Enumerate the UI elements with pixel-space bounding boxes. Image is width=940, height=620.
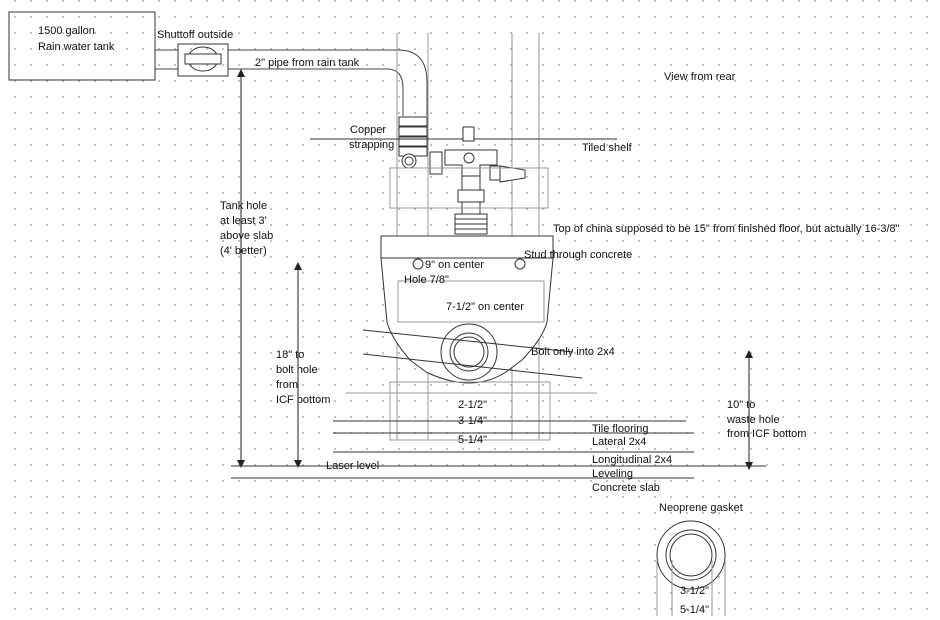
- bolt-lines: [362, 329, 583, 379]
- carrier-box: [389, 167, 549, 209]
- pipe-label: 2" pipe from rain tank: [255, 57, 360, 69]
- waste-outlet: [440, 323, 498, 381]
- tile-flooring-label: Tile flooring: [592, 423, 648, 435]
- stud-through-label: Stud through concrete: [524, 249, 632, 261]
- gasket-dim-guides: [656, 560, 726, 616]
- copper-label-line1: Copper: [350, 124, 386, 136]
- lateral-label: Lateral 2x4: [592, 436, 646, 448]
- tank-hole-label-line1: Tank hole: [220, 200, 267, 212]
- gasket-3-5-label: 3-1/2": [680, 585, 709, 597]
- neoprene-label: Neoprene gasket: [659, 502, 743, 514]
- waste-label-line3: from ICF bottom: [727, 428, 806, 440]
- floor-layers: [231, 420, 766, 479]
- dim-2-5-label: 2-1/2": [458, 399, 487, 411]
- bolt-hole-label-line4: ICF bottom: [276, 394, 330, 406]
- longitudinal-label: Longitudinal 2x4: [592, 454, 672, 466]
- bolt-only-label: Bolt only into 2x4: [531, 346, 615, 358]
- tank-label-line2: Rain water tank: [38, 41, 115, 53]
- gasket-5-25-label: 5-1/4": [680, 604, 709, 616]
- supply-pipe: [155, 49, 428, 116]
- shutoff-valve: [177, 43, 229, 77]
- tiled-shelf-label: Tiled shelf: [582, 142, 633, 154]
- seven-half-label: 7-1/2" on center: [446, 301, 524, 313]
- laser-level-label: Laser level: [326, 460, 379, 472]
- tank-hole-label-line3: above slab: [220, 230, 273, 242]
- copper-label-line2: strapping: [349, 139, 394, 151]
- leveling-label: Leveling: [592, 468, 633, 480]
- flush-valve: [444, 126, 526, 235]
- nine-on-center-label: 9" on center: [425, 259, 484, 271]
- shutoff-label: Shuttoff outside: [157, 29, 233, 41]
- tank-hole-label-line4: (4' better): [220, 245, 267, 257]
- bolt-hole-label-line3: from: [276, 379, 298, 391]
- rain-water-tank: [8, 11, 156, 81]
- waste-label-line1: 10" to: [727, 399, 755, 411]
- view-label: View from rear: [664, 71, 736, 83]
- dim-5-25-label: 5-1/4": [458, 434, 487, 446]
- urinal-body: [380, 235, 554, 384]
- tank-label-line1: 1500 gallon: [38, 25, 95, 37]
- hole-label: Hole 7/8": [404, 274, 449, 286]
- tank-hole-label-line2: at least 3': [220, 215, 267, 227]
- concrete-slab-label: Concrete slab: [592, 482, 660, 494]
- waste-label-line2: waste hole: [726, 414, 780, 426]
- neoprene-gasket: [656, 520, 726, 590]
- base-box: [346, 381, 597, 441]
- bolt-hole-label-line2: bolt hole: [276, 364, 318, 376]
- top-of-china-note: Top of china supposed to be 15" from fin…: [553, 223, 900, 235]
- bolt-hole-label-line1: 18" to: [276, 349, 304, 361]
- copper-strapping: [398, 116, 443, 175]
- mounting-plate: [397, 280, 545, 323]
